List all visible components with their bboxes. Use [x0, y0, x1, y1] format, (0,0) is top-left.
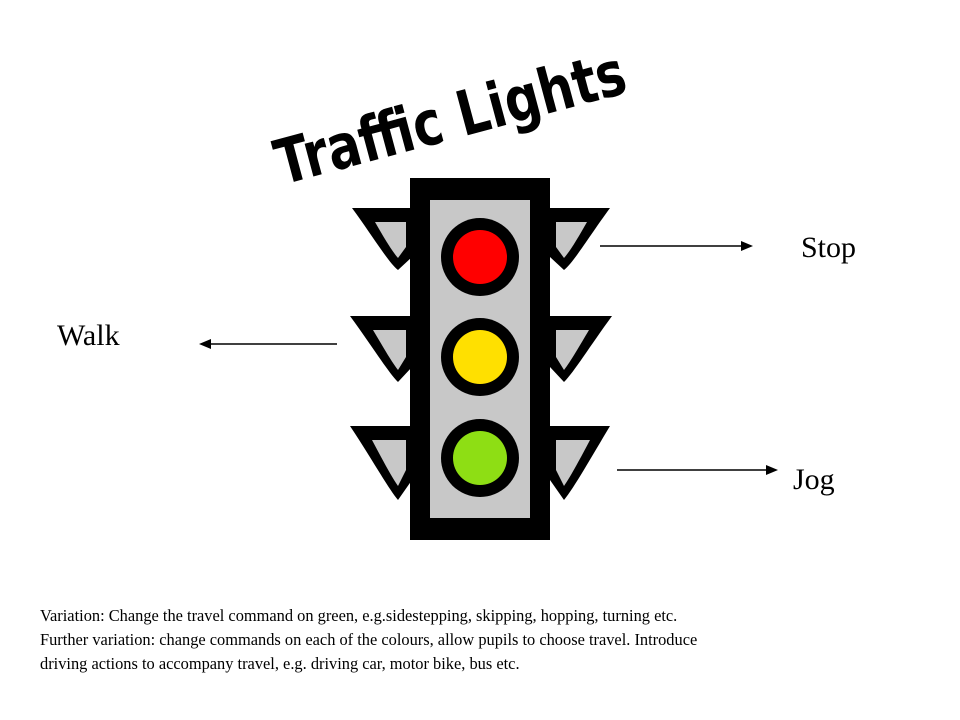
arrow-stop: [600, 241, 753, 251]
traffic-light-visors: [350, 208, 612, 500]
green-light-lens: [453, 431, 507, 485]
yellow-light-lens: [453, 330, 507, 384]
jog-label: Jog: [793, 463, 835, 496]
notes-line: Further variation: change commands on ea…: [40, 630, 698, 649]
red-light-lens: [453, 230, 507, 284]
notes-line: Variation: Change the travel command on …: [40, 606, 678, 625]
stop-label: Stop: [801, 231, 857, 264]
arrow-walk: [199, 339, 337, 349]
arrow-jog: [617, 465, 778, 475]
walk-label: Walk: [57, 319, 120, 352]
notes-line: driving actions to accompany travel, e.g…: [40, 654, 520, 673]
variation-notes: Variation: Change the travel command on …: [40, 604, 930, 676]
